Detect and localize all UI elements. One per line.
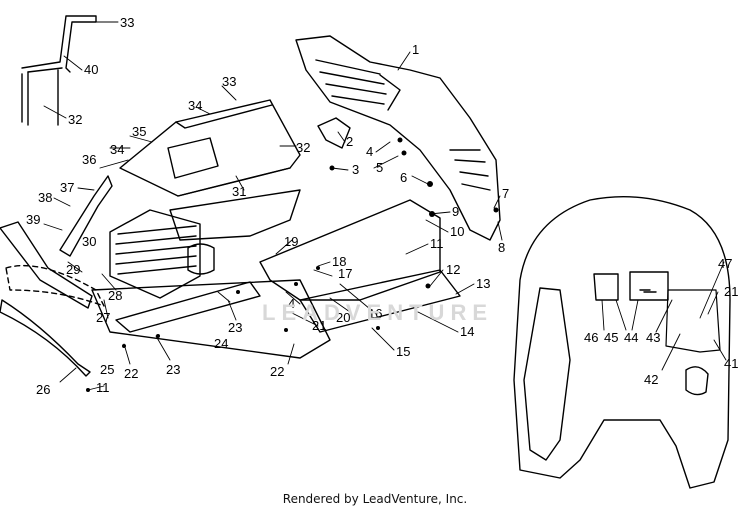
- callout-4a: 4: [366, 144, 373, 159]
- callout-40: 40: [84, 62, 98, 77]
- callout-23b: 23: [166, 362, 180, 377]
- callout-33a: 33: [120, 15, 134, 30]
- bracket-part: [21, 15, 97, 126]
- callout-32b: 32: [296, 140, 310, 155]
- callout-45: 45: [604, 330, 618, 345]
- callout-46: 46: [584, 330, 598, 345]
- callout-28: 28: [108, 288, 122, 303]
- callout-1: 1: [412, 42, 419, 57]
- callout-36: 36: [82, 152, 96, 167]
- floor-pan-part: [91, 189, 461, 359]
- callout-34a: 34: [188, 98, 202, 113]
- callout-12: 12: [446, 262, 460, 277]
- callout-6: 6: [400, 170, 407, 185]
- callout-24: 24: [214, 336, 228, 351]
- hood-part: [295, 35, 501, 241]
- callout-43: 43: [646, 330, 660, 345]
- callout-38: 38: [38, 190, 52, 205]
- callout-25: 25: [100, 362, 114, 377]
- hardware-dots: [86, 137, 499, 392]
- callout-4b: 4: [288, 296, 295, 311]
- callout-2: 2: [346, 134, 353, 149]
- callout-10: 10: [450, 224, 464, 239]
- callout-3: 3: [352, 162, 359, 177]
- callout-37: 37: [60, 180, 74, 195]
- fender-cover-part: [119, 99, 301, 197]
- callout-39: 39: [26, 212, 40, 227]
- callout-34b: 34: [110, 142, 124, 157]
- callout-31: 31: [232, 184, 246, 199]
- callout-18: 18: [332, 254, 346, 269]
- callout-26: 26: [36, 382, 50, 397]
- bumper-part: [0, 264, 105, 377]
- callout-8: 8: [498, 240, 505, 255]
- callout-15: 15: [396, 344, 410, 359]
- callout-23a: 23: [228, 320, 242, 335]
- footer-credit: Rendered by LeadVenture, Inc.: [282, 492, 468, 506]
- callout-27: 27: [96, 310, 110, 325]
- callout-32a: 32: [68, 112, 82, 127]
- callout-35: 35: [132, 124, 146, 139]
- callout-41: 41: [724, 356, 738, 371]
- callout-11b: 11: [96, 380, 110, 395]
- dash-panel-part: [0, 175, 113, 309]
- callout-47: 47: [718, 256, 732, 271]
- grille-part: [109, 209, 215, 299]
- callout-labels: 33 40 32 1 33 34 35 34 36 32 31 2 3 4 5 …: [26, 15, 738, 397]
- callout-9: 9: [452, 204, 459, 219]
- callout-33b: 33: [222, 74, 236, 89]
- leader-lines: [43, 21, 727, 391]
- callout-30: 30: [82, 234, 96, 249]
- callout-21a: 21: [312, 318, 326, 333]
- callout-22b: 22: [124, 366, 138, 381]
- callout-7: 7: [502, 186, 509, 201]
- callout-42: 42: [644, 372, 658, 387]
- callout-19: 19: [284, 234, 298, 249]
- watermark: LEADVENTURE: [262, 300, 494, 325]
- callout-11a: 11: [430, 236, 444, 251]
- callout-21b: 21: [724, 284, 738, 299]
- callout-44: 44: [624, 330, 638, 345]
- callout-16: 16: [368, 306, 382, 321]
- rear-body-inset: [513, 195, 731, 489]
- callout-22a: 22: [270, 364, 284, 379]
- callout-14: 14: [460, 324, 474, 339]
- callout-13: 13: [476, 276, 490, 291]
- callout-17: 17: [338, 266, 352, 281]
- callout-20: 20: [336, 310, 350, 325]
- callout-5: 5: [376, 160, 383, 175]
- callout-29: 29: [66, 262, 80, 277]
